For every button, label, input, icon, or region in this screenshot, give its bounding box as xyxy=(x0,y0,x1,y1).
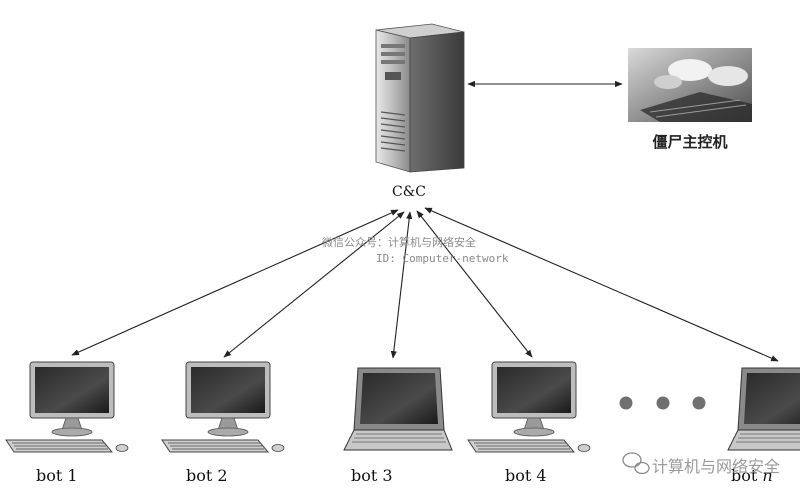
arrow-cc-botn xyxy=(424,207,779,362)
overlay-line-1: 微信公众号：计算机与网络安全 xyxy=(322,236,476,249)
ellipsis-dot xyxy=(619,396,633,410)
arrow-cc-bot2 xyxy=(223,211,405,358)
connection-arrows xyxy=(71,80,779,362)
arrow-cc-bot3 xyxy=(390,211,413,359)
bot-label-n: bot n xyxy=(731,466,773,485)
arrow-cc-bot4 xyxy=(416,210,533,358)
bot-label-4: bot 4 xyxy=(505,466,547,485)
ellipsis-dot xyxy=(656,396,670,410)
bot-device-1-desktop-icon xyxy=(5,361,129,453)
bot-label-n-var: n xyxy=(762,466,773,485)
arrow-cc-bot1 xyxy=(71,209,399,356)
overlay-line-2: ID: Computer-network xyxy=(376,252,509,265)
bot-device-2-desktop-icon xyxy=(161,361,285,453)
bot-label-1: bot 1 xyxy=(36,466,78,485)
keyboard-hands-photo-icon xyxy=(628,48,752,122)
bots-layer xyxy=(5,361,800,453)
bot-label-n-prefix: bot xyxy=(731,466,763,485)
server-label: C&C xyxy=(392,184,426,200)
bot-label-3: bot 3 xyxy=(351,466,393,485)
master-label: 僵尸主控机 xyxy=(652,133,727,151)
server-tower-icon xyxy=(375,23,465,173)
bot-device-4-desktop-icon xyxy=(467,361,591,453)
wechat-icon xyxy=(622,452,650,475)
watermark-text: 计算机与网络安全 xyxy=(652,457,781,476)
bot-device-5-laptop-icon xyxy=(727,367,800,451)
bot-device-3-laptop-icon xyxy=(343,367,453,451)
ellipsis-dot xyxy=(692,396,706,410)
ellipsis-dots xyxy=(619,396,706,410)
bot-label-2: bot 2 xyxy=(186,466,228,485)
